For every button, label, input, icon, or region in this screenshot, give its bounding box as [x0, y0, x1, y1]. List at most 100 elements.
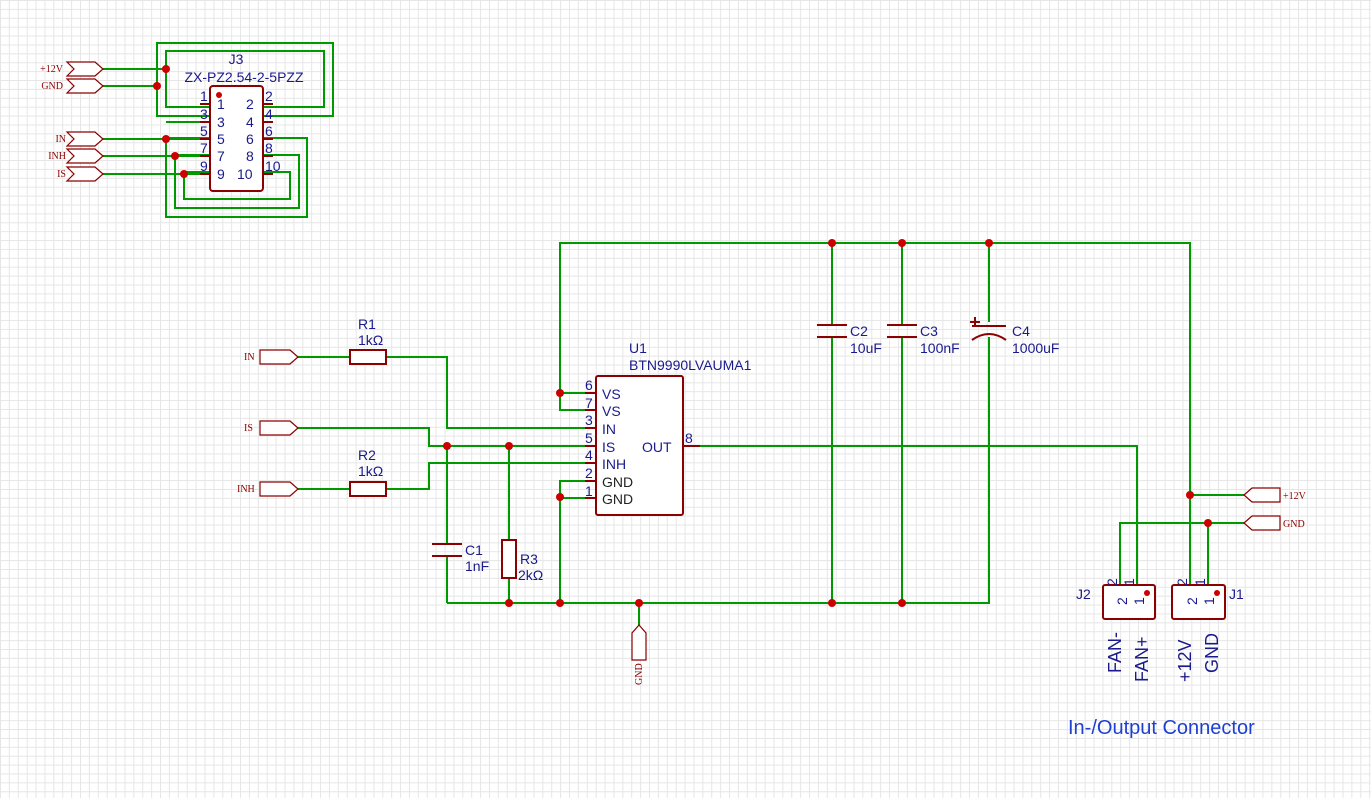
- port-label: IS: [244, 423, 253, 434]
- resistor-r1[interactable]: R1 1kΩ: [349, 316, 387, 365]
- j3-outer-pin: 1: [200, 88, 208, 104]
- j2-ref: J2: [1076, 586, 1091, 602]
- capacitor-c1[interactable]: C1 1nF: [432, 542, 489, 574]
- j3-junctions: [153, 65, 188, 178]
- c2-ref: C2: [850, 323, 868, 339]
- j3-inner-pin: 4: [246, 114, 254, 130]
- c2-value: 10uF: [850, 340, 882, 356]
- resistor-r3[interactable]: R3 2kΩ: [501, 539, 543, 583]
- u1-ref: U1: [629, 340, 647, 356]
- port-label: GND: [41, 81, 63, 92]
- j3-value: ZX-PZ2.54-2-5PZZ: [184, 69, 303, 85]
- port-12v-out[interactable]: +12V: [1243, 487, 1307, 503]
- c3-value: 100nF: [920, 340, 960, 356]
- junction-dot: [180, 170, 188, 178]
- junction-dot: [162, 135, 170, 143]
- u1-pin-number: 6: [585, 377, 593, 393]
- capacitor-c2[interactable]: C2 10uF: [817, 323, 882, 356]
- port-label: GND: [1283, 519, 1305, 530]
- j3-inner-pin: 2: [246, 96, 254, 112]
- j1-inner-pin: 2: [1184, 597, 1200, 605]
- port-is[interactable]: IS: [244, 420, 299, 436]
- j1-label-gnd: GND: [1202, 633, 1222, 673]
- j1-inner-pin: 1: [1201, 597, 1217, 605]
- j3-outer-pin: 8: [265, 140, 273, 156]
- j2-inner-pin: 2: [1114, 597, 1130, 605]
- j3-inner-pin: 3: [217, 114, 225, 130]
- u1-pin-number: 2: [585, 465, 593, 481]
- port-gnd-out[interactable]: GND: [1243, 515, 1305, 531]
- j1-pin-number: 2: [1174, 578, 1190, 586]
- capacitor-c3[interactable]: C3 100nF: [887, 323, 960, 356]
- j3-outer-pin: 7: [200, 140, 208, 156]
- junction-dot: [1186, 491, 1194, 499]
- port-label: GND: [634, 663, 645, 685]
- port-in[interactable]: IN: [244, 349, 299, 365]
- j3-outer-pin: 2: [265, 88, 273, 104]
- c4-ref: C4: [1012, 323, 1030, 339]
- u1-pin-number: 5: [585, 430, 593, 446]
- pin1-marker: [1214, 590, 1220, 596]
- u1-out-number: 8: [685, 430, 693, 446]
- j3-inner-pin: 1: [217, 96, 225, 112]
- j3-outer-pin: 3: [200, 106, 208, 122]
- main-junctions: [443, 239, 1212, 607]
- c1-value: 1nF: [465, 558, 489, 574]
- junction-dot: [828, 599, 836, 607]
- c4-value: 1000uF: [1012, 340, 1059, 356]
- port-label: INH: [237, 484, 255, 495]
- j3-port-is[interactable]: IS: [57, 166, 104, 182]
- j2-inner-pin: 1: [1131, 597, 1147, 605]
- j3-outer-pin: 4: [265, 106, 273, 122]
- j3-outer-pin: 10: [265, 158, 281, 174]
- connector-j1[interactable]: J1 2 1 2 1 +12V GND: [1171, 578, 1244, 682]
- r1-ref: R1: [358, 316, 376, 332]
- port-label: IS: [57, 169, 66, 180]
- capacitor-c4[interactable]: C4 1000uF: [970, 300, 1059, 365]
- u1-pin-name: VS: [602, 386, 621, 402]
- connector-j3[interactable]: J3 ZX-PZ2.54-2-5PZZ 1 3 5 7 9 2 4 6 8 10…: [184, 51, 304, 192]
- r1-value: 1kΩ: [358, 332, 383, 348]
- j3-outer-pin: 5: [200, 123, 208, 139]
- j1-label-12v: +12V: [1175, 639, 1195, 682]
- u1-pin-name: GND: [602, 474, 633, 490]
- junction-dot: [556, 389, 564, 397]
- u1-pin-name: IN: [602, 421, 616, 437]
- pin1-marker: [216, 92, 222, 98]
- u1-pin-number: 1: [585, 483, 593, 499]
- j2-pin-number: 2: [1104, 578, 1120, 586]
- port-inh[interactable]: INH: [237, 481, 299, 497]
- j3-port-in[interactable]: IN: [55, 131, 104, 147]
- j1-pin-number: 1: [1192, 578, 1208, 586]
- junction-dot: [505, 599, 513, 607]
- junction-dot: [898, 239, 906, 247]
- ic-u1[interactable]: U1 BTN9990LVAUMA1 6 7 3 5 4 2 1 VS VS IN…: [585, 340, 752, 516]
- j2-label-fan-plus: FAN+: [1132, 636, 1152, 682]
- u1-pin-name: GND: [602, 491, 633, 507]
- pin1-marker: [1144, 590, 1150, 596]
- junction-dot: [505, 442, 513, 450]
- j2-label-fan-minus: FAN-: [1105, 632, 1125, 673]
- port-gnd-bottom[interactable]: GND: [631, 624, 647, 685]
- c1-ref: C1: [465, 542, 483, 558]
- r3-value: 2kΩ: [518, 567, 543, 583]
- u1-pin-name: VS: [602, 403, 621, 419]
- junction-dot: [1204, 519, 1212, 527]
- connector-j2[interactable]: J2 2 1 2 1 FAN- FAN+: [1076, 578, 1156, 682]
- junction-dot: [985, 239, 993, 247]
- r2-value: 1kΩ: [358, 463, 383, 479]
- main-wiring: [298, 242, 1244, 625]
- j3-port-12v[interactable]: +12V: [40, 61, 104, 77]
- u1-pin-name: INH: [602, 456, 626, 472]
- j3-inner-pin: 6: [246, 131, 254, 147]
- j3-port-gnd[interactable]: GND: [41, 78, 104, 94]
- j3-port-inh[interactable]: INH: [48, 148, 104, 164]
- resistor-r2[interactable]: R2 1kΩ: [349, 447, 387, 497]
- junction-dot: [556, 599, 564, 607]
- j3-inner-pin: 5: [217, 131, 225, 147]
- junction-dot: [898, 599, 906, 607]
- port-label: IN: [55, 134, 66, 145]
- u1-value: BTN9990LVAUMA1: [629, 357, 752, 373]
- port-label: INH: [48, 151, 66, 162]
